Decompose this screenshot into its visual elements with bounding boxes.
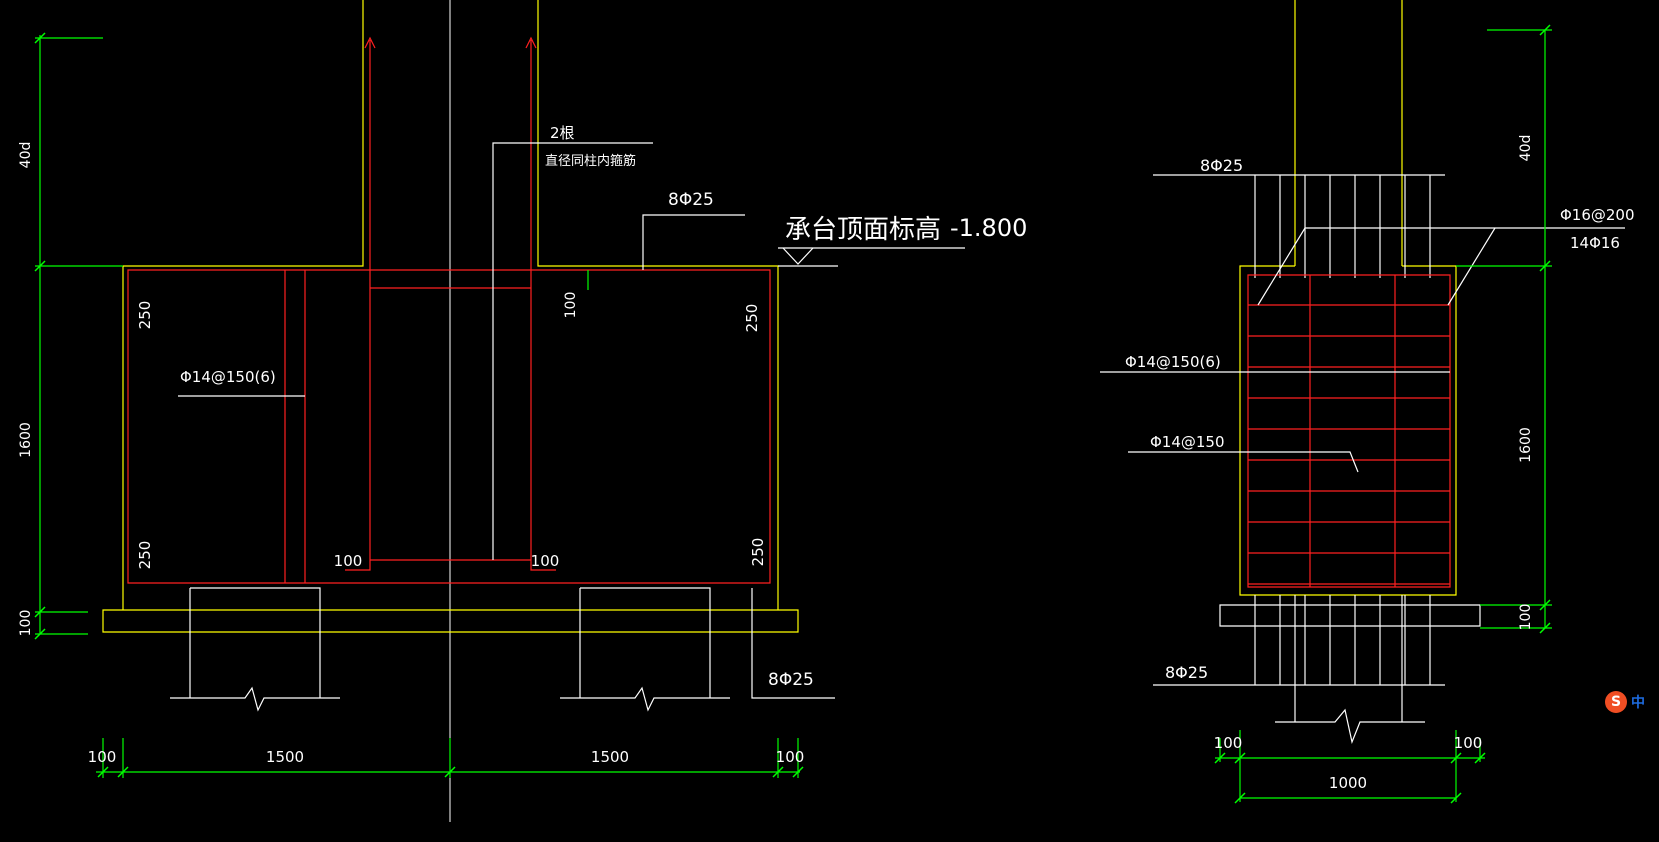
left-cushion: [102, 609, 799, 633]
left-dim-tick-v1: [34, 260, 46, 272]
label-stirrup6-right: Φ14@150(6): [1125, 353, 1221, 371]
dim-100-left-b: 100: [776, 748, 805, 766]
right-view-labels: 40d 1600 100 100 1000 100 8Φ25 8Φ25 Φ14@…: [1125, 135, 1635, 792]
left-dim-tick-h1: [117, 766, 129, 778]
dim-1500-left-b: 1500: [591, 748, 629, 766]
label-250-tl: 250: [136, 301, 154, 330]
left-pile-b: [579, 587, 711, 698]
label-tie-right: Φ16@200: [1560, 206, 1635, 224]
right-stirrup-leader: [1128, 451, 1359, 473]
right-dim-tick-v0: [1539, 24, 1551, 36]
dim-1600-right: 1600: [1518, 427, 1534, 463]
left-column-outline-b: [537, 0, 779, 610]
label-sidebars-right: 14Φ16: [1570, 234, 1620, 252]
left-column-outline-a: [123, 0, 364, 267]
dim-100-right-b: 100: [1454, 734, 1483, 752]
right-dim-tick-o1: [1474, 752, 1486, 764]
right-dim-tick-a1: [1450, 752, 1462, 764]
left-elevation-line: [778, 247, 965, 267]
label-100-bottom-right: 100: [531, 552, 560, 570]
dim-100-left-a: 100: [88, 748, 117, 766]
left-dim-tick-h2: [444, 766, 456, 778]
right-dim-tick-o0: [1214, 752, 1226, 764]
sogou-ime-icon[interactable]: S: [1605, 691, 1627, 713]
left-bar-hook-a: [364, 36, 376, 49]
dim-1500-left-a: 1500: [266, 748, 304, 766]
label-note-line1: 2根: [550, 124, 575, 142]
left-dim-tick-h0: [97, 766, 109, 778]
dim-100-right-a: 100: [1214, 734, 1243, 752]
right-rebar-cage: [1247, 274, 1451, 588]
right-tie-leader: [1257, 227, 1625, 306]
label-elevation-value: -1.800: [950, 214, 1027, 242]
ime-mode-toggle[interactable]: 中: [1631, 695, 1645, 711]
right-dim-tick-b1: [1450, 792, 1462, 804]
label-100-top: 100: [563, 292, 579, 319]
right-dim-tick-v1: [1539, 260, 1551, 272]
label-100-bottom-left: 100: [334, 552, 363, 570]
left-column-bar-b: [530, 40, 556, 571]
label-note-line2: 直径同柱内箍筋: [545, 153, 636, 169]
label-stirrup-left: Φ14@150(6): [180, 368, 276, 386]
right-dim-tick-b0: [1234, 792, 1246, 804]
left-bars-top-leader: [642, 214, 745, 270]
right-pile-break: [1275, 708, 1425, 745]
label-bars-top-right: 8Φ25: [1200, 156, 1243, 175]
right-dim-tick-v2: [1539, 599, 1551, 611]
left-dim-tick-h3: [772, 766, 784, 778]
dim-100-right: 100: [1518, 604, 1534, 631]
left-column-bar-a: [345, 40, 371, 571]
label-bars-bottom-right: 8Φ25: [1165, 663, 1208, 682]
left-note-leader: [492, 142, 653, 560]
left-dim-tick-v2: [34, 606, 46, 618]
right-dim-tick-a0: [1234, 752, 1246, 764]
right-cap-outline: [1239, 265, 1457, 596]
label-bars-bottom-left: 8Φ25: [768, 670, 814, 690]
left-rebar-cage: [127, 269, 771, 584]
label-250-br: 250: [749, 538, 767, 567]
right-cushion: [1219, 604, 1481, 627]
left-bars-bottom-leader: [751, 588, 835, 699]
left-pile-a-break: [170, 686, 340, 712]
left-bar-hook-b: [525, 36, 537, 49]
elevation-triangle-icon: [782, 247, 814, 265]
label-bars-top-left: 8Φ25: [668, 190, 714, 210]
left-dim-tick-v0: [34, 32, 46, 44]
left-pile-a: [190, 587, 321, 698]
drawing-geometry: [34, 0, 1625, 822]
dim-40d-left: 40d: [18, 142, 34, 169]
label-stirrup-right: Φ14@150: [1150, 433, 1225, 451]
label-elevation: 承台顶面标高: [785, 215, 941, 245]
left-pile-b-break: [560, 686, 730, 712]
right-dim-tick-v3: [1539, 622, 1551, 634]
dim-100-left: 100: [18, 610, 34, 637]
label-250-bl: 250: [136, 541, 154, 570]
label-250-tr: 250: [743, 304, 761, 333]
dim-1000-right: 1000: [1329, 774, 1367, 792]
dim-40d-right: 40d: [1518, 135, 1534, 162]
left-view-labels: 40d 1600 100 100 1500 1500 100 8Φ25 8Φ25…: [18, 124, 1027, 766]
ime-indicator[interactable]: S 中: [1605, 688, 1659, 716]
left-dim-tick-h4: [792, 766, 804, 778]
left-dim-tick-v3: [34, 628, 46, 640]
dim-1600-left: 1600: [18, 422, 34, 458]
